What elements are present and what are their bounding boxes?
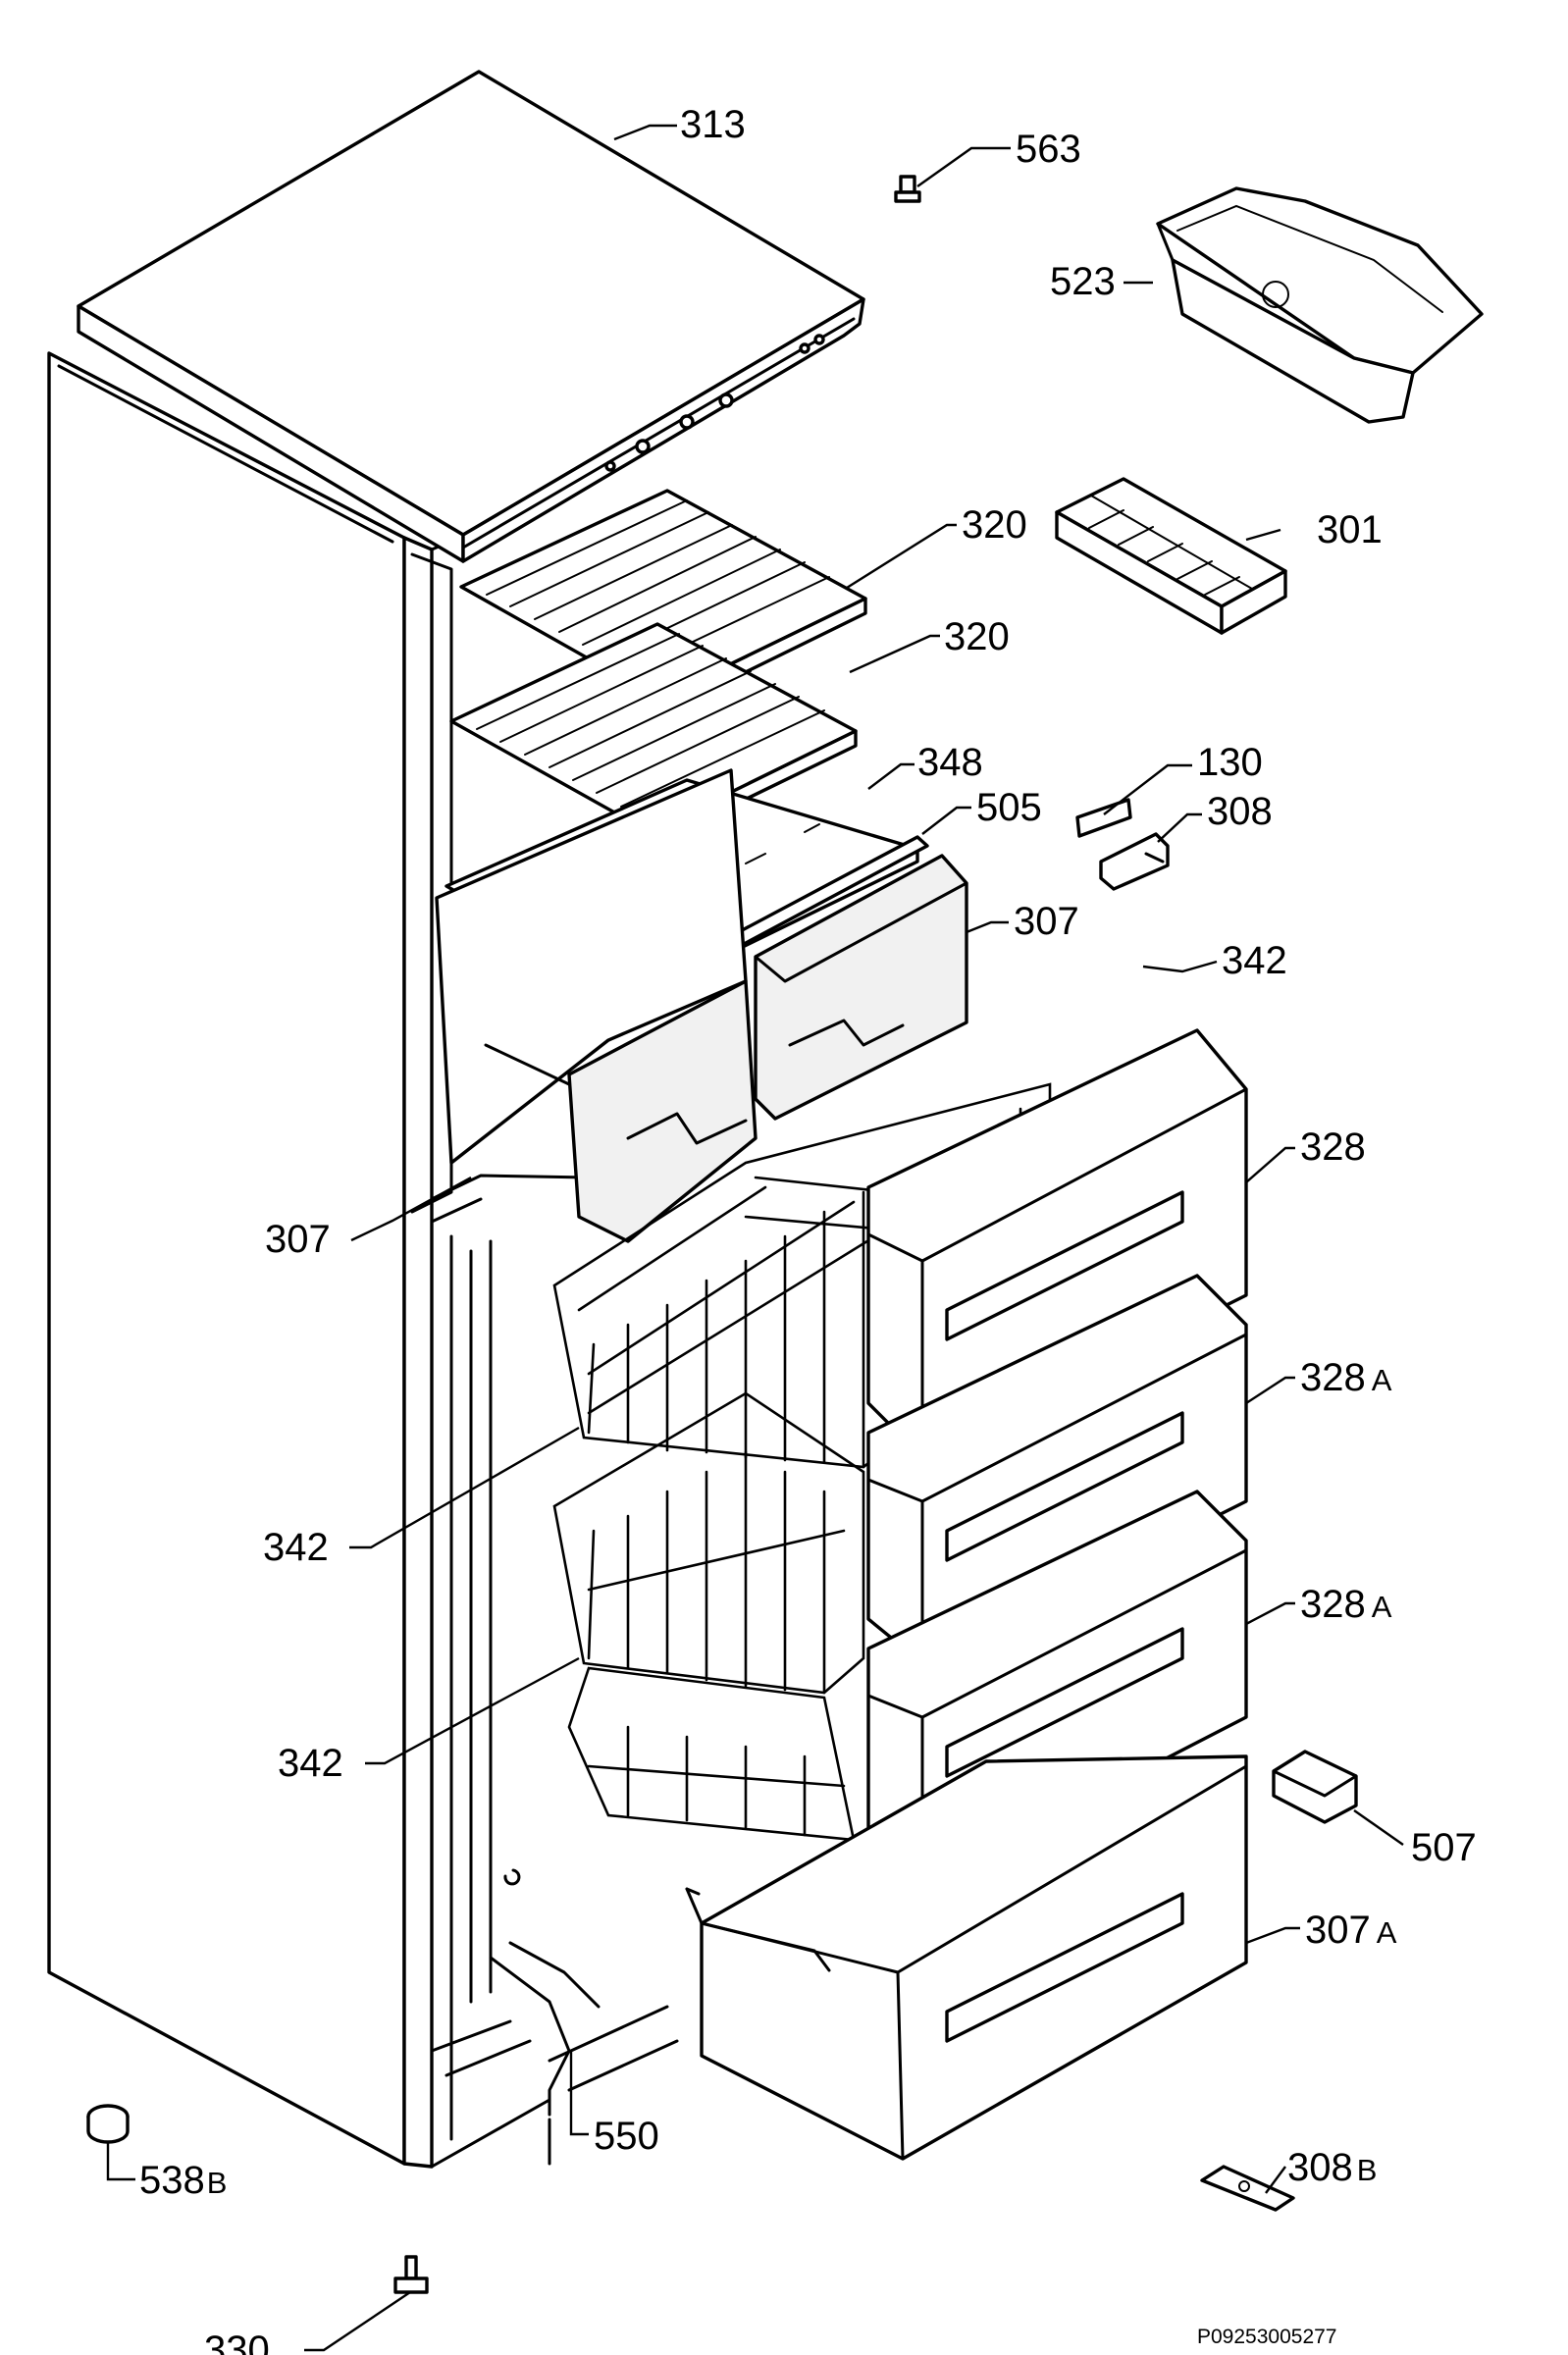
callout-550: 550 xyxy=(594,2115,659,2158)
callout-342-top: 342 xyxy=(1222,939,1287,982)
callout-labels: 313 563 523 320 301 320 348 130 505 308 … xyxy=(139,103,1477,2355)
part-507 xyxy=(1272,1750,1358,1824)
callout-505: 505 xyxy=(976,786,1042,829)
part-308 xyxy=(1099,832,1170,891)
callout-301: 301 xyxy=(1317,508,1383,551)
callout-308: 308 xyxy=(1207,790,1273,833)
callout-348: 348 xyxy=(917,741,983,784)
ice-cube-tray-301 xyxy=(1055,477,1287,635)
drawer-front-328 xyxy=(866,1028,1248,1459)
ice-box-523 xyxy=(1156,186,1484,424)
callout-330: 330 xyxy=(204,2329,270,2355)
callout-320-lower: 320 xyxy=(944,615,1010,658)
callout-307-left: 307 xyxy=(265,1218,331,1261)
callout-342-middle: 342 xyxy=(263,1526,329,1569)
freezer-cabinet xyxy=(47,351,679,2169)
leader-lines xyxy=(106,124,1404,2352)
callout-320-upper: 320 xyxy=(962,503,1027,547)
callout-130: 130 xyxy=(1197,741,1263,784)
callout-313: 313 xyxy=(680,103,746,146)
part-308B xyxy=(1200,2165,1295,2212)
flap-drawer-right-307 xyxy=(754,854,968,1121)
foot-538B xyxy=(86,2104,130,2144)
flap-drawer-left-307 xyxy=(435,768,758,1243)
part-130 xyxy=(1075,798,1132,838)
callout-563: 563 xyxy=(1016,128,1081,171)
callout-538B: 538B xyxy=(139,2159,227,2202)
document-id: P09253005277 xyxy=(1197,2326,1336,2348)
callout-507: 507 xyxy=(1411,1826,1477,1869)
callout-342-lower: 342 xyxy=(278,1742,343,1785)
part-563 xyxy=(894,175,921,203)
bottom-drawer-307A xyxy=(685,1754,1248,2161)
top-cover-313 xyxy=(77,70,865,563)
drawer-front-328A-1 xyxy=(866,1274,1248,1665)
wire-basket-lower-342 xyxy=(552,1391,865,1842)
foot-330 xyxy=(393,2255,429,2294)
callout-328: 328 xyxy=(1300,1125,1366,1169)
callout-523: 523 xyxy=(1050,260,1116,303)
callout-307-right: 307 xyxy=(1014,900,1079,943)
